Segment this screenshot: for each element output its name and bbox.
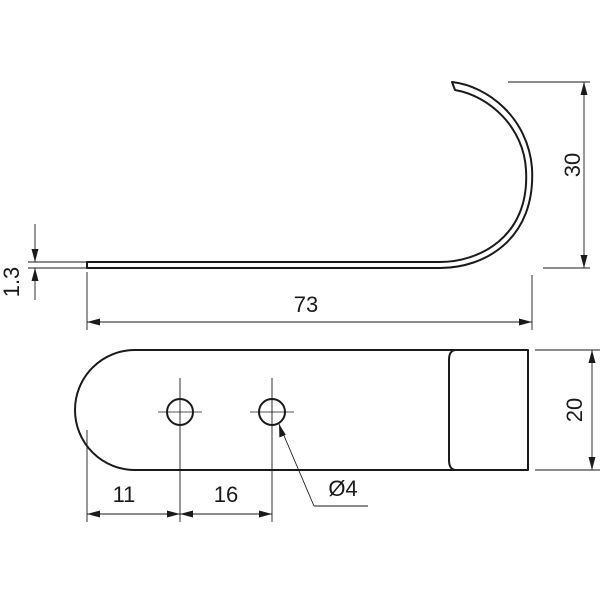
dim-label-width: 20 bbox=[562, 398, 587, 422]
arrowhead bbox=[180, 510, 193, 518]
plate-outline bbox=[74, 349, 529, 471]
arrowhead bbox=[279, 424, 286, 438]
arrowhead bbox=[259, 510, 272, 518]
arrowhead bbox=[519, 318, 532, 326]
bend-region bbox=[448, 349, 456, 471]
top-view bbox=[74, 349, 529, 471]
dim-label-edge-to-hole: 11 bbox=[113, 482, 136, 507]
arrowhead bbox=[87, 318, 100, 326]
arrowhead bbox=[588, 457, 596, 470]
dim-label-hole-diameter: Ø4 bbox=[328, 476, 357, 501]
dimension-length: 73 bbox=[86, 272, 533, 330]
dimension-hole-positions: 11 16 bbox=[86, 378, 273, 522]
dimension-thickness: 1.3 bbox=[0, 224, 87, 300]
dimension-width: 20 bbox=[535, 349, 600, 471]
arrowhead bbox=[87, 510, 100, 518]
arrowhead bbox=[580, 255, 588, 268]
dim-label-hole-spacing: 16 bbox=[214, 482, 238, 507]
dimension-height: 30 bbox=[508, 81, 590, 269]
dim-label-thickness: 1.3 bbox=[0, 267, 24, 298]
side-view bbox=[86, 81, 534, 269]
hook-profile bbox=[86, 81, 534, 269]
arrowhead bbox=[167, 510, 180, 518]
dim-label-length: 73 bbox=[294, 292, 318, 317]
leader-line bbox=[278, 423, 315, 507]
arrowhead bbox=[31, 268, 39, 281]
arrowhead bbox=[580, 82, 588, 95]
dimension-hole-diameter: Ø4 bbox=[278, 423, 368, 507]
arrowhead bbox=[588, 350, 596, 363]
arrowhead bbox=[31, 249, 39, 262]
dim-label-height: 30 bbox=[560, 153, 585, 177]
